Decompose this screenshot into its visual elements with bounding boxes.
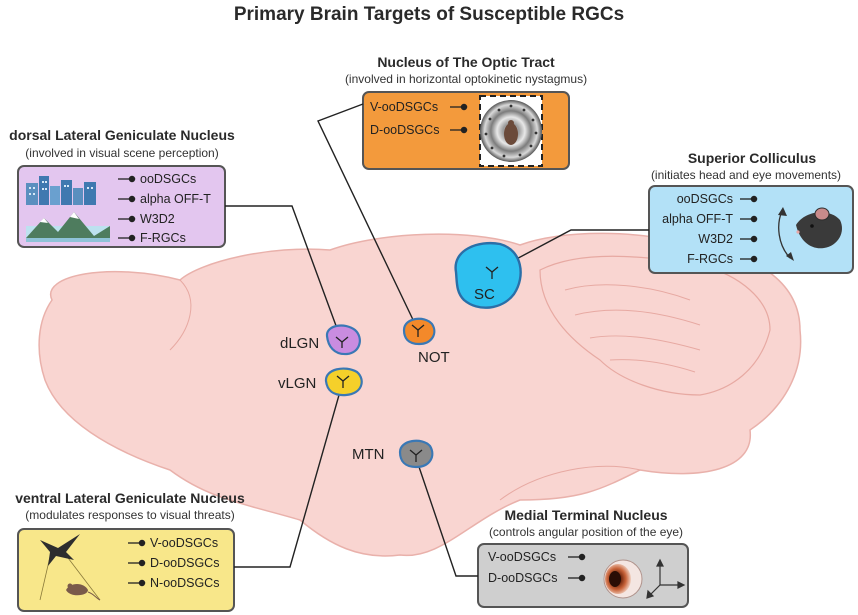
optokinetic-drum-icon: [479, 95, 543, 167]
mtn-heading: Medial Terminal Nucleus: [504, 507, 667, 523]
vlgn-info-box: ventral Lateral Geniculate Nucleus (modu…: [15, 490, 245, 612]
sc-item: W3D2: [698, 232, 733, 246]
not-heading: Nucleus of The Optic Tract: [377, 54, 555, 70]
dlgn-item: F-RGCs: [140, 231, 186, 245]
sc-item: ooDSGCs: [677, 192, 733, 206]
vlgn-item: V-ooDSGCs: [150, 536, 218, 550]
not-subheading: (involved in horizontal optokinetic nyst…: [345, 72, 587, 86]
not-info-box: Nucleus of The Optic Tract (involved in …: [345, 54, 587, 170]
dlgn-heading: dorsal Lateral Geniculate Nucleus: [9, 127, 235, 143]
not-item: D-ooDSGCs: [370, 123, 439, 137]
eyeball-icon: [603, 559, 643, 599]
region-not: NOT: [402, 317, 450, 366]
not-item: V-ooDSGCs: [370, 100, 438, 114]
connector-mtn: [415, 457, 478, 577]
mtn-subheading: (controls angular position of the eye): [489, 525, 683, 539]
city-skyline-icon: [26, 176, 96, 205]
sc-item: alpha OFF-T: [662, 212, 733, 226]
dlgn-item: alpha OFF-T: [140, 192, 211, 206]
diagram-title: Primary Brain Targets of Susceptible RGC…: [234, 4, 624, 25]
connector-not: [317, 103, 417, 327]
region-mtn: MTN: [352, 439, 434, 469]
dlgn-info-box: dorsal Lateral Geniculate Nucleus (invol…: [9, 127, 235, 248]
mtn-item: D-ooDSGCs: [488, 571, 557, 585]
vlgn-subheading: (modulates responses to visual threats): [25, 508, 234, 522]
region-dlgn-label: dLGN: [280, 335, 319, 352]
connector-lines: [225, 103, 649, 577]
connector-vlgn: [234, 380, 344, 568]
mtn-item: V-ooDSGCs: [488, 550, 556, 564]
dlgn-item-list: ooDSGCs alpha OFF-T W3D2 F-RGCs: [118, 172, 211, 245]
region-mtn-label: MTN: [352, 446, 385, 463]
vlgn-item: N-ooDSGCs: [150, 576, 219, 590]
region-sc-label: SC: [474, 286, 495, 303]
brain-outline: [38, 232, 802, 557]
mtn-info-box: Medial Terminal Nucleus (controls angula…: [477, 507, 689, 608]
mouse-head-icon: [778, 207, 843, 261]
connector-dlgn: [225, 205, 343, 343]
dlgn-item: W3D2: [140, 212, 175, 226]
region-vlgn-label: vLGN: [278, 375, 316, 392]
axis-icon: [646, 558, 686, 599]
dlgn-subheading: (involved in visual scene perception): [25, 146, 218, 160]
vlgn-item: D-ooDSGCs: [150, 556, 219, 570]
region-vlgn: vLGN: [278, 367, 363, 397]
region-dlgn: dLGN: [280, 324, 361, 356]
mountain-landscape-icon: [26, 212, 110, 242]
sc-item: F-RGCs: [687, 252, 733, 266]
sc-subheading: (initiates head and eye movements): [651, 168, 841, 182]
region-not-label: NOT: [418, 349, 450, 366]
vlgn-heading: ventral Lateral Geniculate Nucleus: [15, 490, 245, 506]
sc-info-box: Superior Colliculus (initiates head and …: [648, 150, 854, 274]
predator-threat-icon: [39, 534, 101, 601]
region-sc: SC: [454, 241, 522, 309]
dlgn-item: ooDSGCs: [140, 172, 196, 186]
sc-heading: Superior Colliculus: [688, 150, 817, 166]
